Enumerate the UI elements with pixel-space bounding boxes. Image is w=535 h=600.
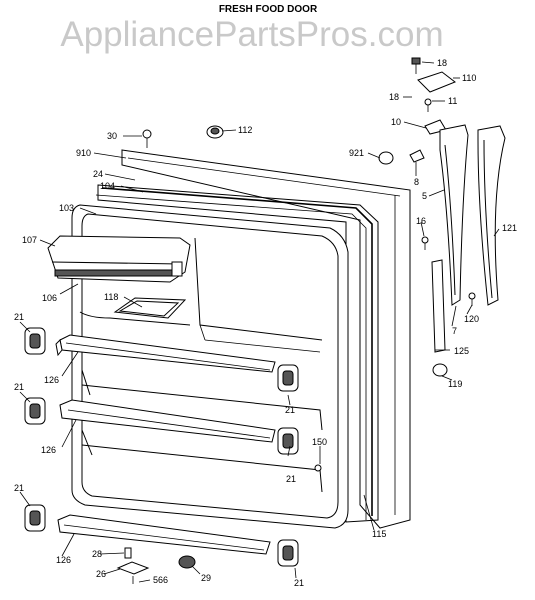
plug-112 [206, 125, 224, 139]
cap-921 [378, 151, 394, 165]
callout-21-left-1: 21 [14, 312, 24, 322]
cover-29 [178, 555, 196, 569]
watermark: AppliancePartsPros.com [60, 15, 443, 54]
shelf-end-cap-left-1 [24, 327, 46, 355]
callout-21-right-2: 21 [286, 474, 296, 484]
door-shelf-upper [55, 334, 276, 373]
callout-28: 28 [92, 549, 102, 559]
dairy-door-107 [47, 235, 191, 283]
callout-121: 121 [502, 223, 517, 233]
callout-21-left-2: 21 [14, 382, 24, 392]
callout-126-lower: 126 [56, 555, 71, 565]
callout-10: 10 [391, 117, 401, 127]
trim-125 [431, 259, 446, 353]
shelf-end-cap-right-3 [277, 539, 299, 567]
callout-labels: 18 110 18 11 10 30 112 921 910 8 24 104 … [14, 58, 517, 588]
callout-16: 16 [416, 216, 426, 226]
shelf-end-cap-left-2 [24, 397, 46, 425]
callout-21-right-3: 21 [294, 578, 304, 588]
shelf-end-cap-right-2 [277, 427, 299, 455]
bracket-150 [314, 464, 322, 472]
callout-103: 103 [59, 203, 74, 213]
spacer-28 [124, 547, 132, 559]
callout-8: 8 [414, 177, 419, 187]
bearing-119 [432, 363, 448, 377]
callout-106: 106 [42, 293, 57, 303]
screw-11 [424, 98, 432, 112]
handle-121 [477, 125, 506, 306]
plate-26 [116, 561, 150, 584]
screw-120 [468, 292, 476, 306]
callout-120: 120 [464, 314, 479, 324]
shelf-end-cap-left-3 [24, 504, 46, 532]
callout-107: 107 [22, 235, 37, 245]
screw-30 [142, 129, 152, 148]
callout-104: 104 [100, 181, 115, 191]
callout-29: 29 [201, 573, 211, 583]
callout-24: 24 [93, 169, 103, 179]
callout-118: 118 [104, 292, 118, 302]
door-gasket [95, 184, 379, 523]
callout-119: 119 [448, 379, 462, 389]
callout-21-left-3: 21 [14, 483, 24, 493]
callout-126-middle: 126 [41, 445, 56, 455]
callout-921: 921 [349, 148, 364, 158]
callout-115: 115 [372, 529, 386, 539]
callout-26: 26 [96, 569, 106, 579]
callout-910: 910 [76, 148, 91, 158]
callout-110: 110 [462, 73, 476, 83]
handle-mount-5 [439, 124, 469, 306]
callout-112: 112 [238, 125, 252, 135]
hinge-110 [411, 57, 457, 93]
callout-5: 5 [422, 191, 427, 201]
callout-7: 7 [452, 326, 457, 336]
screw-16 [421, 236, 429, 250]
door-shelf-middle [59, 399, 276, 443]
callout-566: 566 [153, 575, 168, 585]
callout-126-upper: 126 [44, 375, 59, 385]
callout-30: 30 [107, 131, 117, 141]
callout-150: 150 [312, 437, 327, 447]
callout-21-right-1: 21 [285, 405, 295, 415]
door-stop-8 [409, 149, 425, 163]
diagram-title: FRESH FOOD DOOR [219, 4, 318, 15]
shelf-end-cap-right-1 [277, 364, 299, 392]
callout-18-mid: 18 [389, 92, 399, 102]
callout-125: 125 [454, 346, 469, 356]
callout-18-top: 18 [437, 58, 447, 68]
leader-lines [19, 61, 500, 583]
callout-11: 11 [448, 96, 457, 106]
door-shelf-lower [57, 514, 271, 555]
